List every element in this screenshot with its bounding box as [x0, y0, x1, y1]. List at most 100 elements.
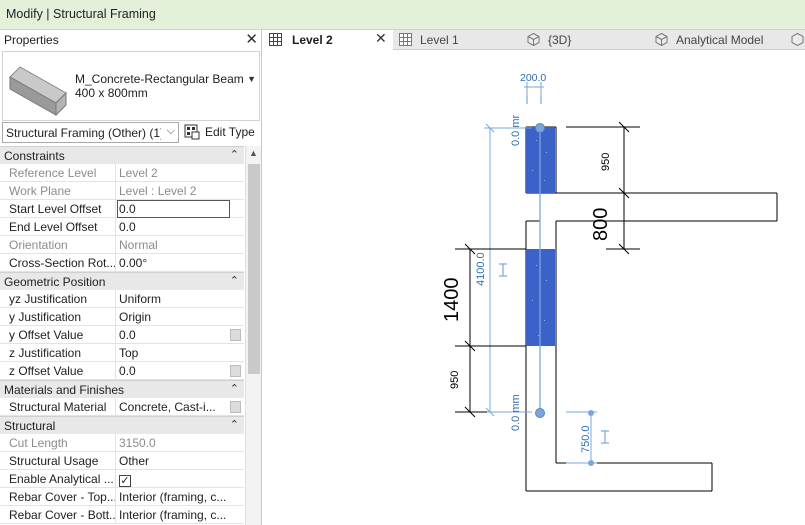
property-row: Structural Material Concrete, Cast-i...: [0, 398, 244, 416]
section-label: Geometric Position: [4, 275, 106, 289]
section-constraints[interactable]: Constraints ⌃: [0, 146, 244, 164]
section-view-drawing[interactable]: 200.0 0.0 mr 950 800 4100.0 1400 950 0.0…: [263, 51, 805, 525]
property-name: Orientation: [0, 236, 116, 254]
property-name: Enable Analytical ...: [0, 470, 116, 488]
property-name: Rebar Cover - Bott...: [0, 506, 116, 524]
title-text: Modify | Structural Framing: [6, 7, 156, 21]
property-name: y Justification: [0, 308, 116, 326]
property-row: Cut Length 3150.0: [0, 434, 244, 452]
tab-label: {3D}: [548, 33, 572, 47]
property-row: Cross-Section Rot... 0.00°: [0, 254, 244, 272]
type-selector[interactable]: M_Concrete-Rectangular Beam 400 x 800mm …: [2, 51, 260, 121]
structural-usage-select[interactable]: Other: [119, 454, 150, 468]
collapse-icon[interactable]: ⌃: [229, 383, 239, 395]
property-row: Reference Level Level 2: [0, 164, 244, 182]
properties-palette: Properties ✕ M_Concrete-Rectangular Beam…: [0, 30, 262, 525]
value-button-icon[interactable]: [230, 365, 241, 377]
chevron-down-icon: ⌵: [166, 125, 175, 137]
property-row: y Justification Origin: [0, 308, 244, 326]
yz-justification-select[interactable]: Uniform: [119, 292, 162, 306]
property-row: Start Level Offset 0.0: [0, 200, 244, 218]
instance-filter-select[interactable]: Structural Framing (Other) (1) ⌵: [2, 122, 179, 143]
section-geometric-position[interactable]: Geometric Position ⌃: [0, 272, 244, 290]
analytical-node-bottom[interactable]: [535, 408, 545, 418]
scrollbar-thumb[interactable]: [248, 164, 260, 374]
value-button-icon[interactable]: [230, 329, 241, 341]
tab-3d[interactable]: {3D}: [521, 30, 649, 50]
browse-button-icon[interactable]: [230, 401, 241, 413]
tab-analytical-model[interactable]: Analytical Model: [649, 30, 789, 50]
start-level-offset-input[interactable]: 0.0: [117, 200, 230, 218]
property-row: Rebar Cover - Bott... Interior (framing,…: [0, 506, 244, 524]
property-grid: Constraints ⌃ Reference Level Level 2 Wo…: [0, 146, 244, 524]
property-name: Cross-Section Rot...: [0, 254, 116, 272]
type-size: 400 x 800mm: [75, 86, 148, 100]
dimension-grip[interactable]: [588, 410, 594, 416]
permanent-dimensions: [455, 121, 640, 418]
property-name: Work Plane: [0, 182, 116, 200]
collapse-icon[interactable]: ⌃: [229, 419, 239, 431]
dim-750[interactable]: 750.0: [580, 425, 592, 453]
property-row: z Justification Top: [0, 344, 244, 362]
type-dropdown-icon[interactable]: ▼: [247, 74, 256, 84]
instance-filter-value: Structural Framing (Other) (1): [6, 126, 161, 140]
tab-overflow[interactable]: [791, 30, 805, 50]
dim-950-bottom: 950: [449, 371, 461, 389]
end-level-offset-input[interactable]: 0.0: [119, 220, 136, 234]
section-materials[interactable]: Materials and Finishes ⌃: [0, 380, 244, 398]
drawing-canvas[interactable]: 200.0 0.0 mr 950 800 4100.0 1400 950 0.0…: [263, 51, 805, 525]
dim-1400: 1400: [441, 278, 463, 323]
property-name: Structural Material: [0, 398, 116, 416]
property-name: z Justification: [0, 344, 116, 362]
properties-scrollbar[interactable]: ▲: [245, 146, 261, 525]
enable-analytical-checkbox[interactable]: ✓: [119, 475, 131, 487]
filter-row: Structural Framing (Other) (1) ⌵ Edit Ty…: [2, 122, 260, 144]
property-name: yz Justification: [0, 290, 116, 308]
rebar-cover-bottom-select[interactable]: Interior (framing, c...: [119, 508, 227, 522]
property-row: Orientation Normal: [0, 236, 244, 254]
type-name: M_Concrete-Rectangular Beam 400 x 800mm: [75, 72, 244, 100]
dim-bottom-offset[interactable]: 0.0 mm: [510, 394, 522, 431]
z-offset-input[interactable]: 0.0: [119, 364, 136, 378]
cross-section-rotation-input[interactable]: 0.00°: [119, 256, 148, 270]
property-row: Enable Analytical ... ✓: [0, 470, 244, 488]
scroll-up-icon[interactable]: ▲: [249, 148, 258, 158]
collapse-icon[interactable]: ⌃: [229, 275, 239, 287]
z-justification-select[interactable]: Top: [119, 346, 139, 360]
3d-view-icon: [527, 33, 540, 46]
property-name: Structural Usage: [0, 452, 116, 470]
floor-plan-icon: [399, 33, 412, 46]
section-label: Constraints: [4, 149, 65, 163]
section-structural[interactable]: Structural ⌃: [0, 416, 244, 434]
dim-800: 800: [590, 208, 612, 241]
property-value: 3150.0: [119, 436, 156, 450]
concrete-hatch: [532, 140, 547, 336]
property-row: z Offset Value 0.0: [0, 362, 244, 380]
dim-4100[interactable]: 4100.0: [475, 252, 487, 286]
property-row: y Offset Value 0.0: [0, 326, 244, 344]
tab-level-2[interactable]: Level 2 ✕: [263, 30, 393, 50]
tab-level-1[interactable]: Level 1: [393, 30, 521, 50]
property-name: Reference Level: [0, 164, 116, 182]
property-name: Start Level Offset: [0, 200, 116, 218]
property-row: Rebar Cover - Top... Interior (framing, …: [0, 488, 244, 506]
collapse-icon[interactable]: ⌃: [229, 149, 239, 161]
property-name: z Offset Value: [0, 362, 116, 380]
tab-label: Analytical Model: [676, 33, 764, 47]
structural-material-input[interactable]: Concrete, Cast-i...: [119, 400, 216, 414]
y-offset-input[interactable]: 0.0: [119, 328, 136, 342]
rebar-cover-top-select[interactable]: Interior (framing, c...: [119, 490, 227, 504]
edit-type-button[interactable]: Edit Type: [184, 123, 260, 143]
3d-view-icon: [791, 33, 804, 46]
property-name: Cut Length: [0, 434, 116, 452]
dimension-grip[interactable]: [588, 460, 594, 466]
close-icon[interactable]: ✕: [245, 31, 258, 48]
property-row: End Level Offset 0.0: [0, 218, 244, 236]
property-row: Structural Usage Other: [0, 452, 244, 470]
dim-top-width[interactable]: 200.0: [520, 72, 546, 84]
y-justification-select[interactable]: Origin: [119, 310, 152, 324]
analytical-node-top[interactable]: [535, 123, 545, 133]
dim-top-offset[interactable]: 0.0 mr: [510, 114, 522, 146]
close-icon[interactable]: ✕: [375, 30, 387, 46]
property-row: Work Plane Level : Level 2: [0, 182, 244, 200]
